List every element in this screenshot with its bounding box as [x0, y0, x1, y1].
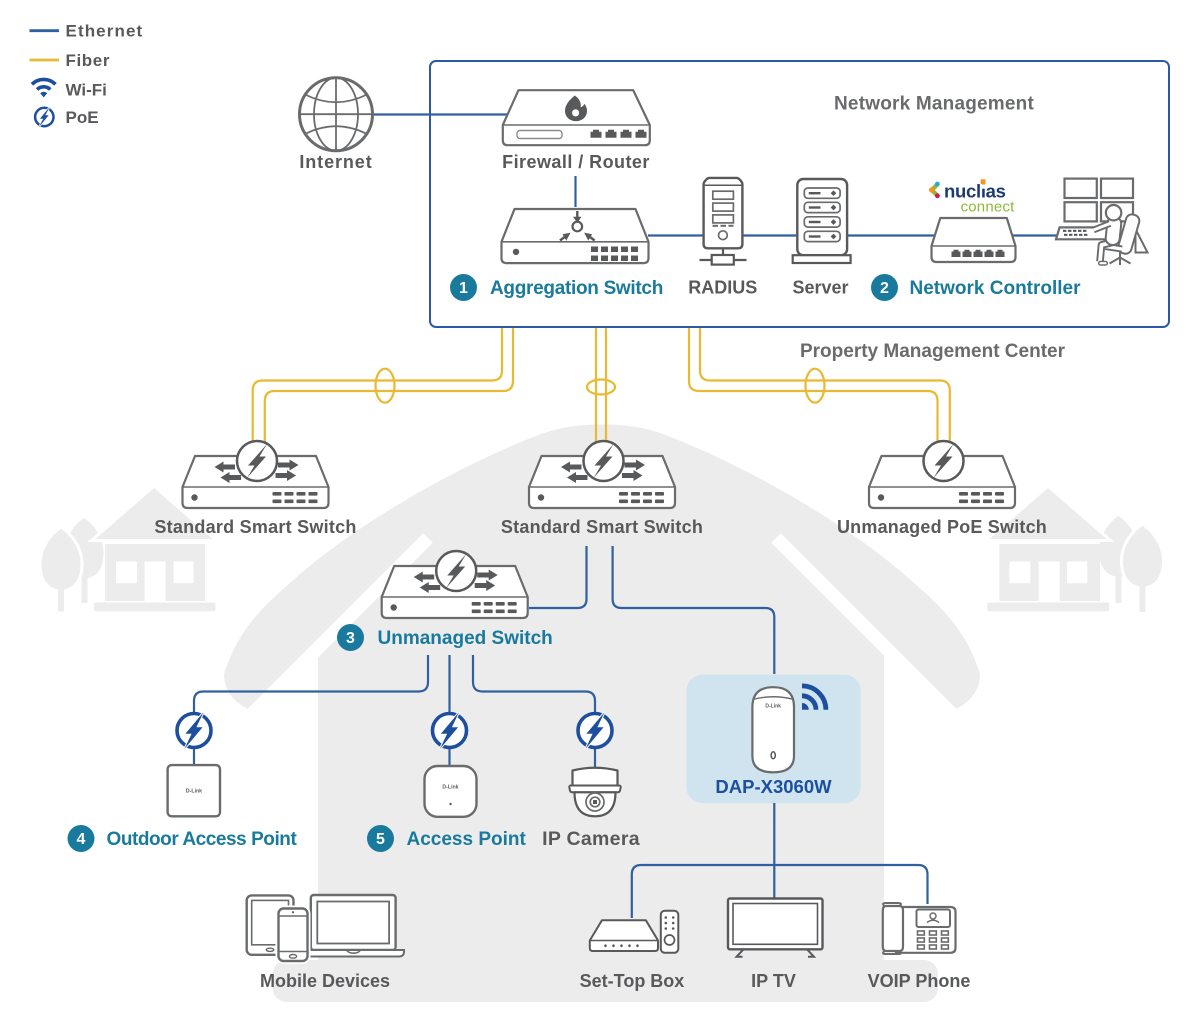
- svg-text:Set-Top Box: Set-Top Box: [580, 971, 685, 991]
- svg-text:IP Camera: IP Camera: [542, 828, 640, 850]
- svg-text:2: 2: [880, 280, 889, 297]
- svg-text:Network Management: Network Management: [834, 94, 1034, 115]
- svg-text:D-Link: D-Link: [186, 789, 202, 795]
- svg-text:4: 4: [77, 831, 86, 848]
- svg-text:Aggregation Switch: Aggregation Switch: [490, 278, 663, 299]
- svg-text:VOIP Phone: VOIP Phone: [868, 971, 971, 991]
- svg-text:Fiber: Fiber: [66, 51, 111, 70]
- svg-text:Access Point: Access Point: [407, 829, 527, 850]
- svg-text:D-Link: D-Link: [442, 785, 458, 791]
- svg-text:Property Management Center: Property Management Center: [800, 341, 1066, 362]
- svg-text:Network Controller: Network Controller: [910, 278, 1082, 299]
- svg-text:Server: Server: [792, 278, 848, 298]
- svg-text:3: 3: [346, 630, 355, 647]
- svg-text:Unmanaged Switch: Unmanaged Switch: [378, 628, 553, 649]
- svg-text:Internet: Internet: [299, 152, 372, 172]
- svg-text:Outdoor Access Point: Outdoor Access Point: [107, 829, 298, 850]
- svg-text:Standard Smart Switch: Standard Smart Switch: [154, 517, 356, 537]
- svg-text:5: 5: [376, 831, 385, 848]
- svg-text:Firewall / Router: Firewall / Router: [502, 152, 650, 172]
- svg-text:IP TV: IP TV: [751, 971, 796, 991]
- svg-text:connect: connect: [961, 199, 1016, 216]
- svg-text:Wi-Fi: Wi-Fi: [66, 81, 107, 100]
- svg-text:Ethernet: Ethernet: [66, 22, 144, 41]
- svg-text:Unmanaged PoE Switch: Unmanaged PoE Switch: [837, 517, 1047, 537]
- svg-text:D-Link: D-Link: [765, 704, 781, 710]
- svg-text:DAP-X3060W: DAP-X3060W: [715, 776, 832, 797]
- svg-text:Standard Smart Switch: Standard Smart Switch: [501, 517, 703, 537]
- svg-text:nuclias: nuclias: [944, 181, 1006, 202]
- svg-text:RADIUS: RADIUS: [688, 278, 757, 298]
- svg-text:1: 1: [459, 280, 468, 297]
- svg-text:PoE: PoE: [66, 108, 99, 127]
- svg-text:Mobile Devices: Mobile Devices: [260, 971, 390, 991]
